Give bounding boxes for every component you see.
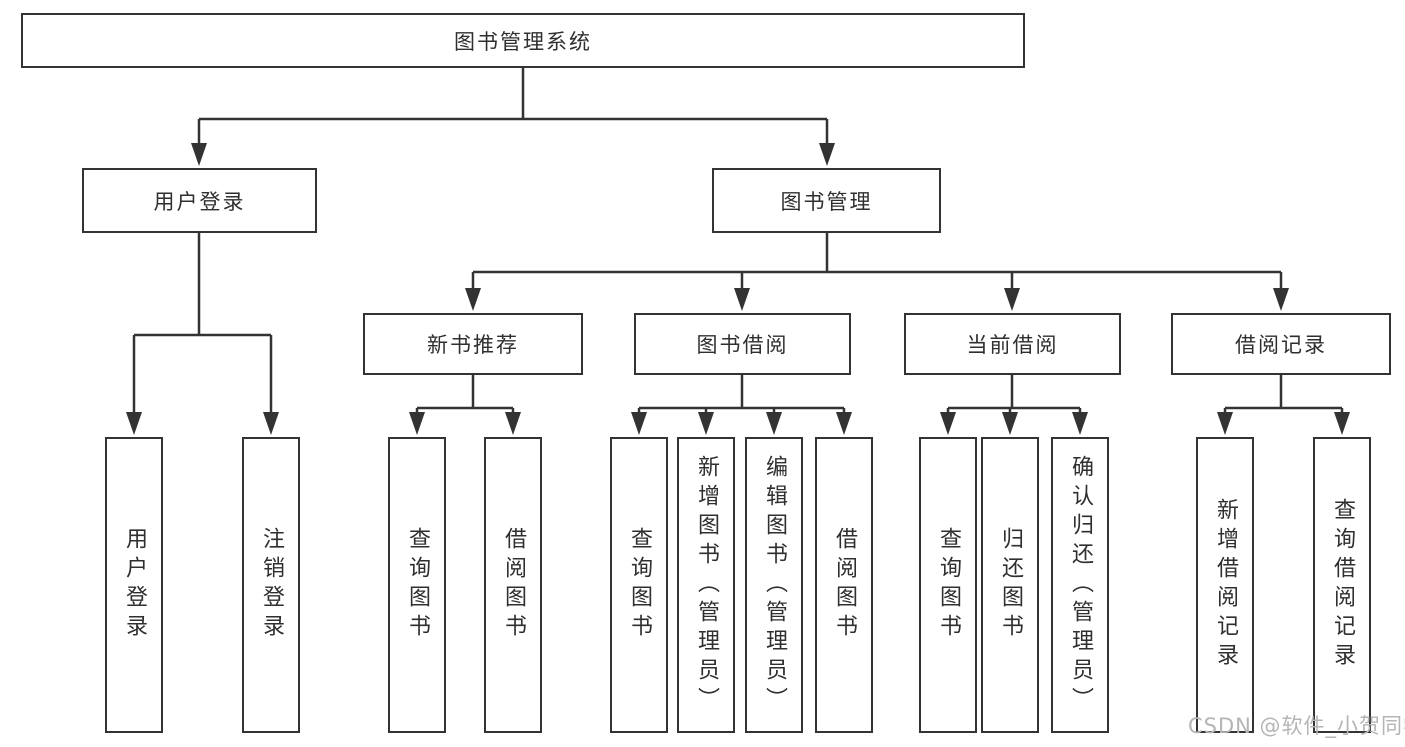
leaf-edit-book-admin: 编辑图书（管理员）	[745, 437, 803, 733]
leaf-query-book-recommend-label: 查询图书	[405, 527, 430, 643]
node-user-login-label: 用户登录	[153, 189, 246, 214]
leaf-confirm-return-admin-label: 确认归还（管理员）	[1068, 454, 1093, 716]
leaf-return-book: 归还图书	[981, 437, 1039, 733]
node-book-borrow-label: 图书借阅	[696, 333, 789, 357]
leaf-borrow-book-recommend-label: 借阅图书	[501, 527, 526, 643]
node-new-book-rec-label: 新书推荐	[427, 333, 519, 357]
leaf-confirm-return-admin: 确认归还（管理员）	[1051, 437, 1109, 733]
node-book-mgmt-label: 图书管理	[780, 189, 873, 214]
leaf-query-borrow-record-label: 查询借阅记录	[1330, 498, 1355, 672]
leaf-add-borrow-record-label: 新增借阅记录	[1213, 498, 1238, 672]
node-current-borrow-label: 当前借阅	[966, 333, 1059, 357]
leaf-query-book-current-label: 查询图书	[936, 527, 961, 643]
leaf-borrow-book-borrow-label: 借阅图书	[832, 527, 857, 643]
leaf-logout: 注销登录	[242, 437, 300, 733]
node-current-borrow: 当前借阅	[904, 313, 1121, 375]
leaf-edit-book-admin-label: 编辑图书（管理员）	[762, 454, 787, 716]
node-root: 图书管理系统	[21, 13, 1025, 68]
node-book-borrow: 图书借阅	[634, 313, 851, 375]
leaf-borrow-book-recommend: 借阅图书	[484, 437, 542, 733]
leaf-query-book-recommend: 查询图书	[388, 437, 446, 733]
leaf-query-book-borrow: 查询图书	[610, 437, 668, 733]
leaf-borrow-book-borrow: 借阅图书	[815, 437, 873, 733]
csdn-watermark: CSDN @软件_小贺同学	[1188, 714, 1405, 738]
leaf-user-login-label: 用户登录	[122, 527, 147, 643]
leaf-add-book-admin: 新增图书（管理员）	[677, 437, 735, 733]
leaf-query-book-borrow-label: 查询图书	[627, 527, 652, 643]
leaf-user-login: 用户登录	[105, 437, 163, 733]
node-user-login: 用户登录	[82, 168, 317, 233]
leaf-add-borrow-record: 新增借阅记录	[1196, 437, 1254, 733]
node-root-label: 图书管理系统	[454, 29, 592, 54]
node-new-book-rec: 新书推荐	[363, 313, 583, 375]
leaf-logout-label: 注销登录	[259, 527, 284, 643]
node-borrow-records: 借阅记录	[1171, 313, 1391, 375]
node-book-mgmt: 图书管理	[712, 168, 941, 233]
leaf-query-borrow-record: 查询借阅记录	[1313, 437, 1371, 733]
leaf-query-book-current: 查询图书	[919, 437, 977, 733]
leaf-return-book-label: 归还图书	[998, 527, 1023, 643]
node-borrow-records-label: 借阅记录	[1235, 333, 1327, 357]
leaf-add-book-admin-label: 新增图书（管理员）	[694, 454, 719, 716]
